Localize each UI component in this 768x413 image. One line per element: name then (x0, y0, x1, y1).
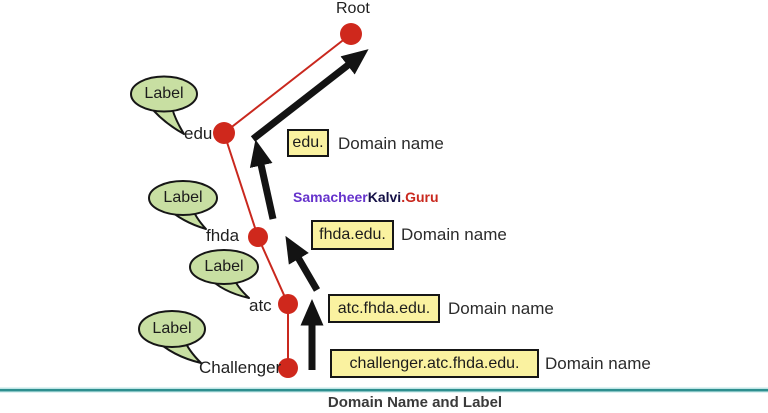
domain-box-edu: edu. (287, 129, 329, 157)
label-bubble-edu (130, 75, 198, 135)
domain-name-caption-4: Domain name (545, 354, 651, 373)
domain-name-caption-3: Domain name (448, 299, 554, 318)
domain-name-caption-1: Domain name (338, 134, 444, 153)
domain-name-caption-2: Domain name (401, 225, 507, 244)
bottom-rule (0, 389, 768, 392)
node-label-fhda: fhda (206, 226, 240, 245)
label-bubble-fhda (148, 180, 218, 230)
bubble-text-edu: Label (144, 85, 184, 102)
watermark-part-samacheer: Samacheer (293, 189, 368, 205)
watermark-part-guru: .Guru (401, 189, 439, 205)
domain-box-fhda: fhda.edu. (311, 220, 394, 250)
node-label-edu: edu (184, 124, 213, 143)
node-label-challenger: Challenger (199, 358, 282, 377)
label-bubble-challenger (138, 310, 206, 364)
node-label-atc: atc (249, 296, 272, 315)
node-dot-root (340, 23, 362, 45)
node-dot-fhda (248, 227, 268, 247)
watermark: SamacheerKalvi.Guru (293, 190, 439, 204)
arrow-fhda-to-edu (249, 139, 277, 220)
bubble-text-fhda: Label (163, 189, 203, 206)
label-bubble-atc (189, 249, 259, 299)
domain-box-atc: atc.fhda.edu. (328, 294, 440, 323)
arrow-edu-to-root (250, 49, 369, 142)
domain-box-challenger: challenger.atc.fhda.edu. (330, 349, 539, 378)
watermark-part-kalvi: Kalvi (367, 189, 402, 205)
figure-caption: Domain Name and Label (327, 394, 503, 411)
node-dot-challenger (278, 358, 298, 378)
bubble-text-challenger: Label (152, 320, 192, 337)
node-dot-edu (213, 122, 235, 144)
node-dot-atc (278, 294, 298, 314)
bubble-text-atc: Label (204, 258, 244, 275)
arrow-atc-to-fhda (285, 235, 321, 292)
node-label-root: Root (336, 0, 370, 17)
